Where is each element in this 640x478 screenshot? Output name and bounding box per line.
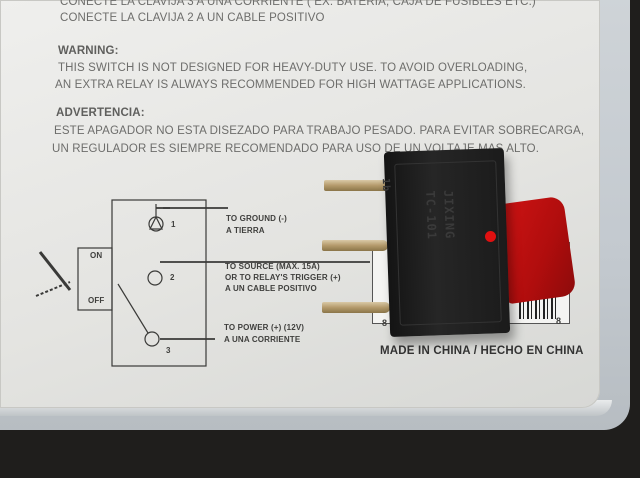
- pin-1-label: 1: [171, 220, 176, 229]
- advertencia-heading: ADVERTENCIA:: [56, 107, 145, 119]
- warning-line2: AN EXTRA RELAY IS ALWAYS RECOMMENDED FOR…: [55, 79, 526, 91]
- terminal-1: [324, 180, 390, 191]
- warning-line1: THIS SWITCH IS NOT DESIGNED FOR HEAVY-DU…: [58, 62, 528, 74]
- indicator-led: [485, 231, 496, 242]
- ground-label-es: A TIERRA: [226, 226, 265, 235]
- wiring-diagram: [35, 199, 370, 367]
- top-text-line2: CONECTE LA CLAVIJA 2 A UN CABLE POSITIVO: [60, 12, 325, 24]
- warning-heading: WARNING:: [58, 45, 119, 57]
- power-label-es: A UNA CORRIENTE: [224, 335, 301, 344]
- switch-brand-text: JIXING: [441, 189, 457, 240]
- instruction-card: CONECTE LA CLAVIJA 3 A UNA CORRIENTE ( E…: [0, 0, 600, 408]
- pin-2-label: 2: [170, 273, 175, 282]
- source-label-en1: TO SOURCE (MAX. 15A): [225, 262, 320, 271]
- source-label-en2: OR TO RELAY'S TRIGGER (+): [225, 273, 341, 282]
- source-label-es: A UN CABLE POSITIVO: [225, 284, 317, 293]
- switch-mark-text: 1b: [379, 177, 392, 193]
- barcode-digit-right: 8: [556, 316, 562, 326]
- ground-label-en: TO GROUND (-): [226, 214, 287, 223]
- barcode-digit-left: 8: [382, 318, 388, 328]
- top-text-line1: CONECTE LA CLAVIJA 3 A UNA CORRIENTE ( E…: [60, 0, 536, 8]
- terminal-3: [322, 302, 390, 313]
- power-label-en: TO POWER (+) (12V): [224, 323, 305, 332]
- advertencia-line1: ESTE APAGADOR NO ESTA DISEZADO PARA TRAB…: [54, 125, 585, 137]
- switch-model-text: TC-101: [423, 190, 439, 241]
- rocker-switch-body: JIXING TC-101 1b: [380, 147, 511, 338]
- off-label: OFF: [88, 296, 105, 305]
- made-in-china-label: MADE IN CHINA / HECHO EN CHINA: [380, 345, 584, 357]
- terminal-2: [322, 240, 388, 251]
- pin-3-label: 3: [166, 346, 171, 355]
- on-label: ON: [90, 251, 103, 260]
